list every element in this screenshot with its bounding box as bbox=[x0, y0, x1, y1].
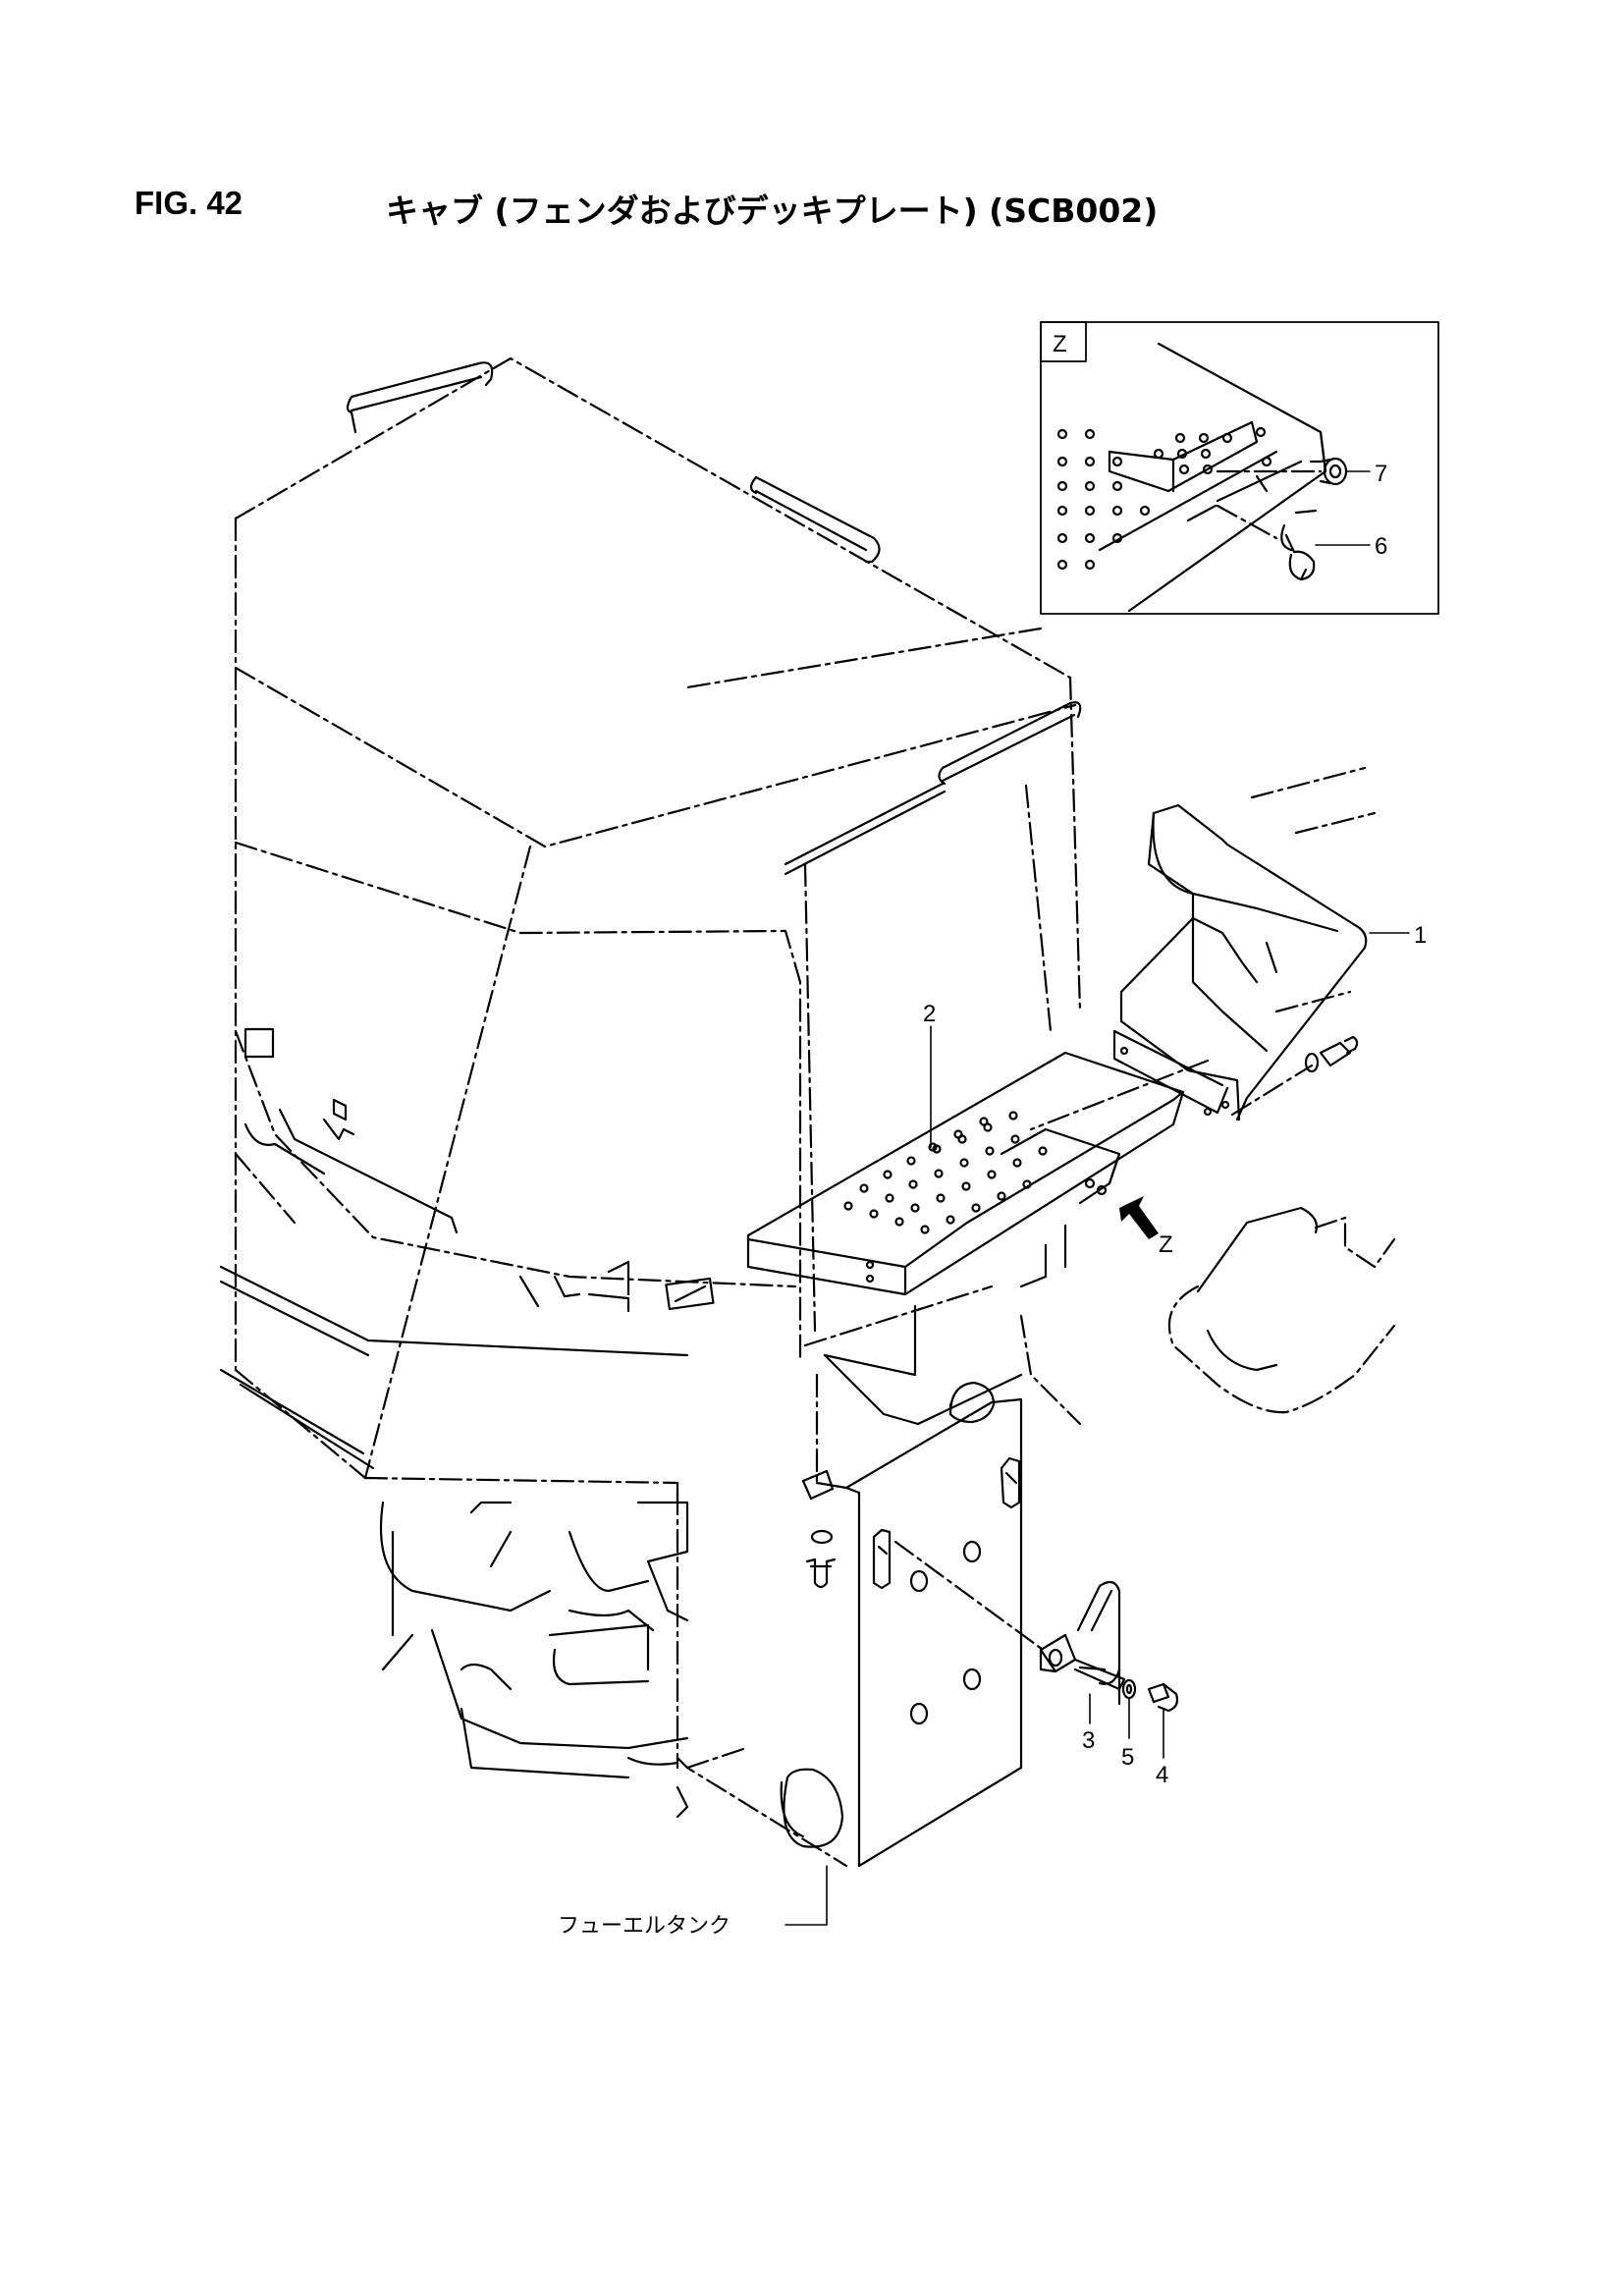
detail-clip-centerline bbox=[1216, 504, 1278, 540]
fuel-tank-phantom bbox=[676, 1491, 848, 1868]
detail-z-holes bbox=[1056, 426, 1272, 571]
fender-bolt-centerline bbox=[1230, 1064, 1314, 1117]
view-z-arrow bbox=[1119, 1196, 1159, 1239]
callout-6: 6 bbox=[1375, 533, 1387, 560]
deck-plate-bracket bbox=[823, 1224, 1067, 1426]
bolt-part-4 bbox=[1147, 1682, 1179, 1713]
fender-part-1 bbox=[1112, 803, 1368, 1121]
figure-number: FIG. 42 bbox=[135, 185, 243, 221]
detail-clip-part-6 bbox=[1284, 533, 1316, 581]
deck-plate-part-2 bbox=[746, 1051, 1213, 1296]
figure-title: キャブ (フェンダおよびデッキプレート) (SCB002) bbox=[386, 191, 1159, 230]
callout-4: 4 bbox=[1156, 1762, 1168, 1788]
cab-roof-handrail bbox=[346, 361, 1082, 876]
callout-2: 2 bbox=[923, 1001, 936, 1027]
callout-1: 1 bbox=[1414, 922, 1427, 949]
callout-3: 3 bbox=[1082, 1727, 1095, 1754]
washer-part-5 bbox=[1121, 1678, 1137, 1700]
hood-solid-outline bbox=[1196, 1206, 1319, 1372]
view-arrow-label: Z bbox=[1159, 1231, 1173, 1258]
cab-lower-body bbox=[219, 1027, 715, 1470]
tank-mount-bolt bbox=[801, 1469, 837, 1589]
callout-7: 7 bbox=[1375, 461, 1387, 487]
handrail-centerline bbox=[893, 1540, 1048, 1654]
hood-phantom-outline bbox=[1019, 766, 1396, 1426]
callout-5: 5 bbox=[1121, 1744, 1134, 1771]
detail-view-label: Z bbox=[1053, 331, 1067, 357]
deck-plate-holes bbox=[843, 1111, 1048, 1284]
detail-z-box bbox=[1040, 321, 1439, 615]
fender-bolt bbox=[1304, 1035, 1359, 1073]
handrail-part-3 bbox=[1039, 1580, 1126, 1706]
detail-grommet-part-7 bbox=[1319, 457, 1348, 486]
chassis-frame bbox=[379, 1501, 689, 1819]
callout-leaders bbox=[784, 470, 1410, 1926]
fuel-tank-label: フューエルタンク bbox=[558, 1914, 730, 1939]
cab-phantom-outline bbox=[234, 356, 1082, 1504]
